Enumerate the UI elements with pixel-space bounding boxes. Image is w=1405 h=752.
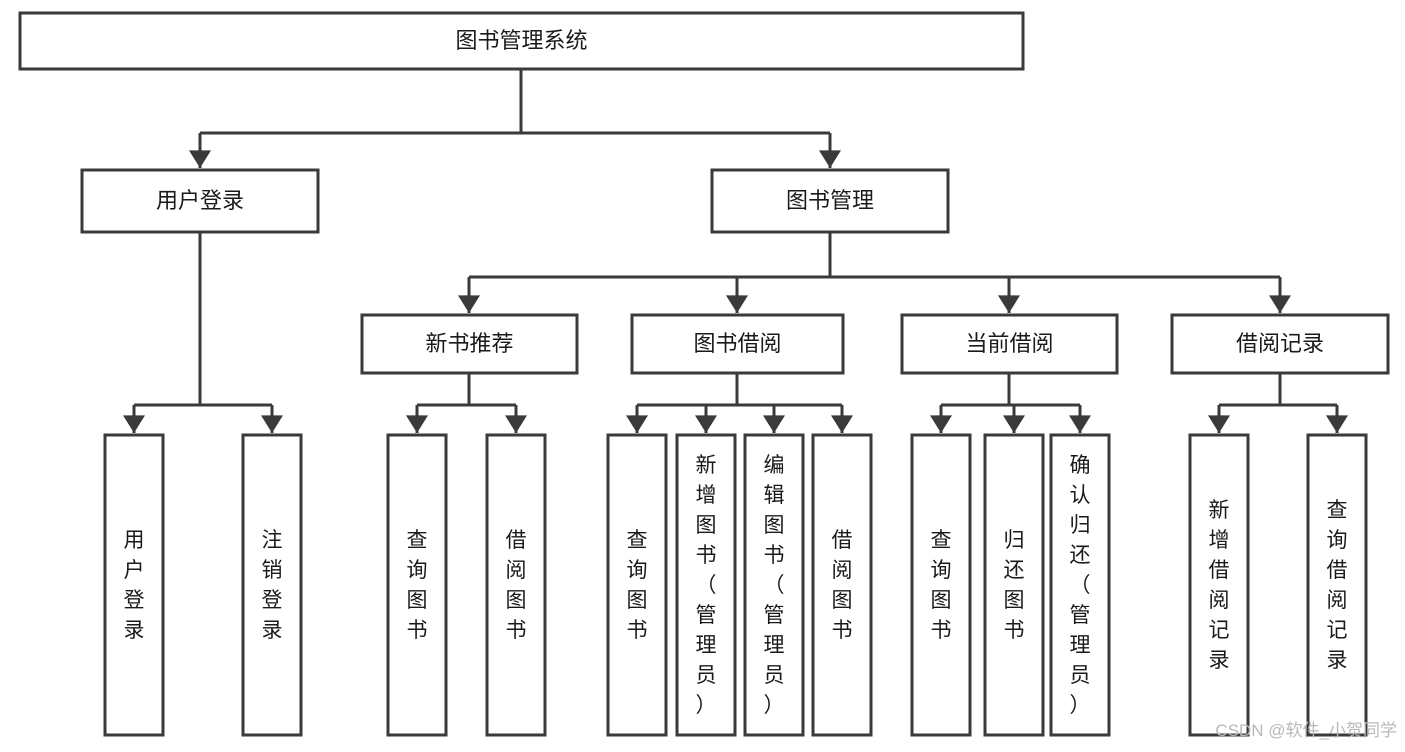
arrow-head-icon-group-3-leaf-0 [1208,415,1230,433]
node-leaf-borrow-book-2[interactable]: 借阅图书 [811,433,873,737]
node-leaf-query-book-1[interactable]: 查询图书 [386,433,448,737]
node-book-manage[interactable]: 图书管理 [710,168,950,234]
node-current-borrow[interactable]: 当前借阅 [900,313,1119,375]
node-leaf-user-login-box[interactable] [103,433,165,737]
node-leaf-confirm-return-box[interactable] [1049,433,1111,737]
node-leaf-add-book-label: 新增图书（管理员） [696,454,717,717]
arrow-head-icon-book-child-3 [1269,295,1291,313]
node-current-borrow-label: 当前借阅 [965,331,1053,356]
node-book-borrow[interactable]: 图书借阅 [630,313,845,375]
node-leaf-user-logout-label: 注销登录 [262,529,283,642]
arrow-head-icon-group-2-leaf-2 [1069,415,1091,433]
arrow-head-icon-group-3-leaf-1 [1326,415,1348,433]
node-book-borrow-label: 图书借阅 [693,331,781,356]
node-borrow-record[interactable]: 借阅记录 [1170,313,1390,375]
node-leaf-borrow-book-1-box[interactable] [485,433,547,737]
node-book-manage-box[interactable] [710,168,950,234]
node-leaf-confirm-return-label: 确认归还（管理员） [1070,454,1091,717]
node-leaf-query-record[interactable]: 查询借阅记录 [1306,433,1368,737]
node-leaf-borrow-book-1-label: 借阅图书 [506,529,527,642]
node-leaf-add-record-label: 新增借阅记录 [1209,499,1230,672]
node-leaf-add-book[interactable]: 新增图书（管理员） [675,433,737,737]
arrow-head-icon-book-child-0 [458,295,480,313]
arrow-head-icon-group-0-leaf-0 [406,415,428,433]
node-leaf-query-book-2-box[interactable] [606,433,668,737]
arrow-head-icon-root-child-0 [189,150,211,168]
node-leaf-add-book-box[interactable] [675,433,737,737]
node-new-book-recommend-label: 新书推荐 [425,331,513,356]
node-user-login-box[interactable] [80,168,320,234]
arrow-head-icon-root-child-1 [819,150,841,168]
node-leaf-query-book-1-label: 查询图书 [407,529,428,642]
arrow-head-icon-user-leaf-0 [123,415,145,433]
node-leaf-user-login-label: 用户登录 [124,529,145,642]
watermark-text: CSDN @软件_小贺同学 [1215,721,1397,740]
node-root[interactable]: 图书管理系统 [18,11,1025,71]
node-leaf-query-book-3-label: 查询图书 [931,529,952,642]
node-leaf-return-book-box[interactable] [983,433,1045,737]
node-borrow-record-box[interactable] [1170,313,1390,375]
node-leaf-borrow-book-2-label: 借阅图书 [832,529,853,642]
node-leaf-query-book-2-label: 查询图书 [627,529,648,642]
node-leaf-query-book-3-box[interactable] [910,433,972,737]
arrow-head-icon-book-child-2 [998,295,1020,313]
arrow-head-icon-group-1-leaf-3 [831,415,853,433]
node-leaf-query-book-3[interactable]: 查询图书 [910,433,972,737]
node-leaf-user-logout[interactable]: 注销登录 [241,433,303,737]
arrow-head-icon-group-1-leaf-0 [626,415,648,433]
node-leaf-borrow-book-2-box[interactable] [811,433,873,737]
node-leaf-query-record-box[interactable] [1306,433,1368,737]
node-leaf-return-book-label: 归还图书 [1004,529,1025,642]
arrow-head-icon-group-1-leaf-2 [763,415,785,433]
node-leaf-borrow-book-1[interactable]: 借阅图书 [485,433,547,737]
node-leaf-add-record[interactable]: 新增借阅记录 [1188,433,1250,737]
node-leaf-add-record-box[interactable] [1188,433,1250,737]
node-borrow-record-label: 借阅记录 [1236,331,1324,356]
arrow-head-icon-group-2-leaf-0 [930,415,952,433]
node-leaf-query-record-label: 查询借阅记录 [1327,499,1348,672]
node-leaf-edit-book-box[interactable] [743,433,805,737]
node-book-manage-label: 图书管理 [786,188,874,213]
node-user-login[interactable]: 用户登录 [80,168,320,234]
arrow-head-icon-user-leaf-1 [261,415,283,433]
arrow-head-icon-group-0-leaf-1 [505,415,527,433]
node-root-box[interactable] [18,11,1025,71]
node-book-borrow-box[interactable] [630,313,845,375]
node-user-login-label: 用户登录 [156,188,244,213]
node-root-label: 图书管理系统 [455,28,587,53]
node-new-book-recommend[interactable]: 新书推荐 [360,313,579,375]
arrow-head-icon-group-1-leaf-1 [695,415,717,433]
node-leaf-user-logout-box[interactable] [241,433,303,737]
node-leaf-confirm-return[interactable]: 确认归还（管理员） [1049,433,1111,737]
node-leaf-return-book[interactable]: 归还图书 [983,433,1045,737]
node-leaf-edit-book[interactable]: 编辑图书（管理员） [743,433,805,737]
node-new-book-recommend-box[interactable] [360,313,579,375]
arrow-head-icon-group-2-leaf-1 [1003,415,1025,433]
node-current-borrow-box[interactable] [900,313,1119,375]
node-leaf-edit-book-label: 编辑图书（管理员） [764,454,785,717]
node-leaf-query-book-1-box[interactable] [386,433,448,737]
node-leaf-user-login[interactable]: 用户登录 [103,433,165,737]
node-leaf-query-book-2[interactable]: 查询图书 [606,433,668,737]
arrow-head-icon-book-child-1 [726,295,748,313]
